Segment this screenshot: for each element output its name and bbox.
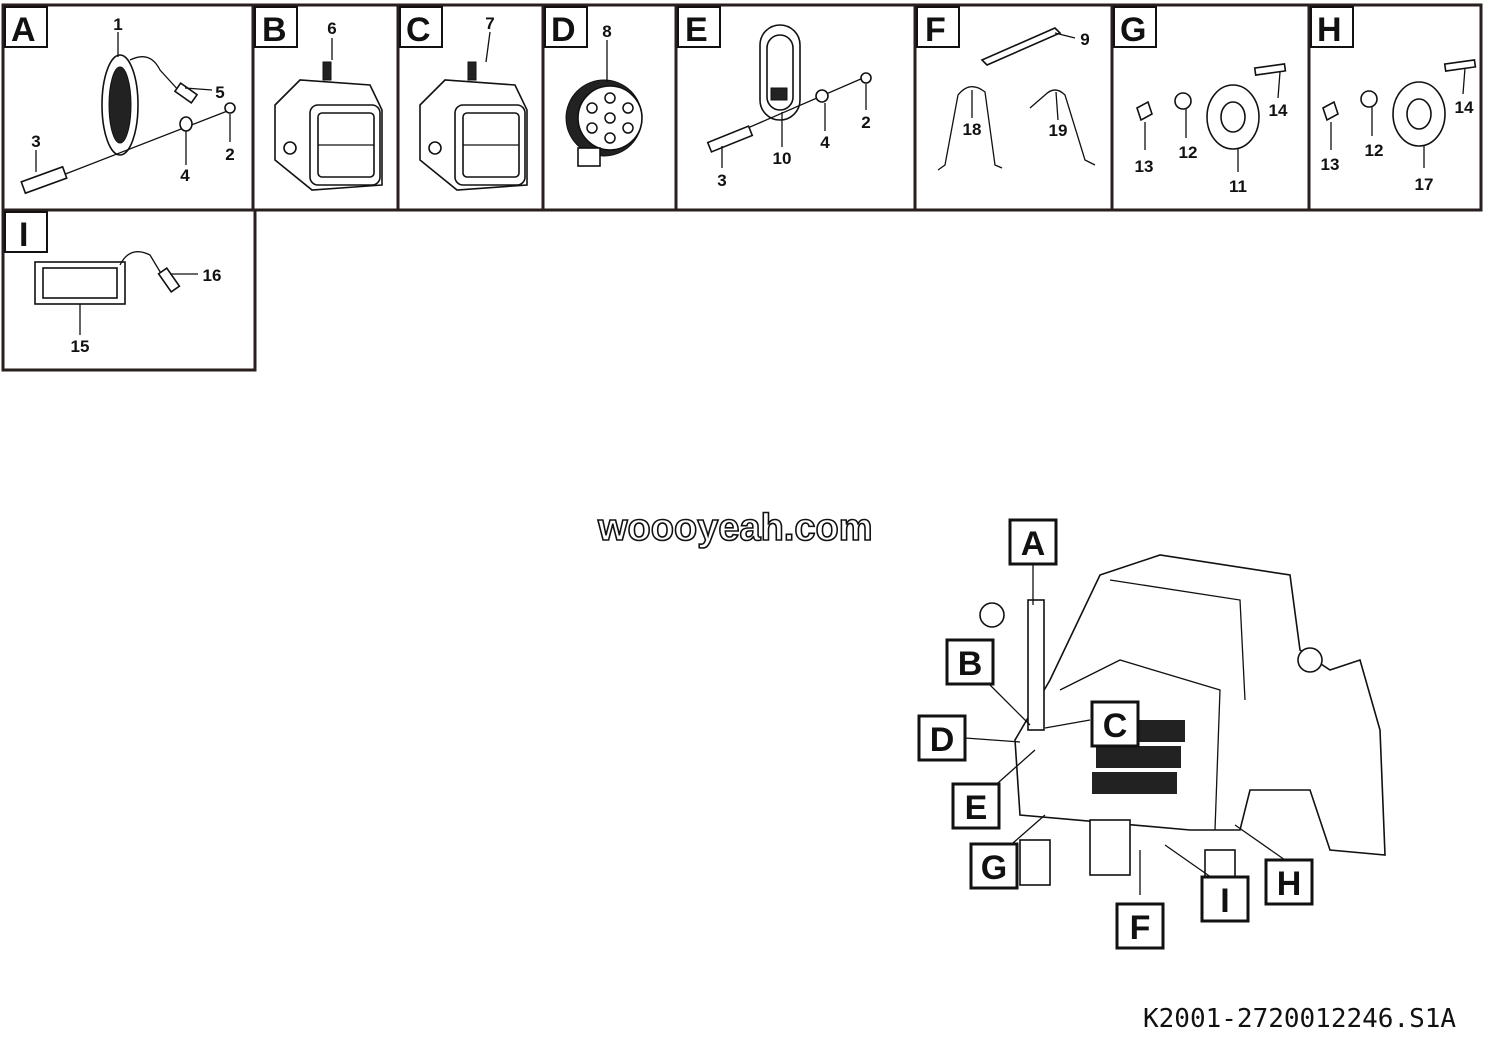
panel-label-a: A bbox=[11, 11, 36, 49]
callout-3-e: 3 bbox=[717, 171, 726, 190]
location-labels: A B C D E G F I H bbox=[917, 518, 1314, 950]
callout-7: 7 bbox=[485, 14, 494, 33]
callout-1: 1 bbox=[113, 15, 122, 34]
callout-3: 3 bbox=[31, 132, 40, 151]
panel-frames bbox=[1, 3, 1483, 372]
panel-b-work-light: 6 bbox=[274, 19, 383, 191]
callout-2-e: 2 bbox=[861, 113, 870, 132]
location-label-a: A bbox=[1021, 525, 1046, 563]
panel-label-e: E bbox=[685, 11, 708, 49]
machine-overview bbox=[979, 554, 1386, 896]
location-label-b: B bbox=[958, 645, 983, 683]
drawing-code: K2001-2720012246.S1A bbox=[1143, 1004, 1456, 1034]
panel-d-round-light: 8 bbox=[565, 22, 643, 167]
panel-labels: A B C D E F G H I bbox=[4, 6, 1354, 254]
callout-14-h: 14 bbox=[1455, 98, 1474, 117]
callout-2: 2 bbox=[225, 145, 234, 164]
callout-13-g: 13 bbox=[1135, 157, 1154, 176]
callout-5: 5 bbox=[215, 83, 224, 102]
callout-13-h: 13 bbox=[1321, 155, 1340, 174]
location-label-d: D bbox=[930, 721, 955, 759]
location-label-h: H bbox=[1277, 865, 1302, 903]
panel-h-horn: 14 13 12 17 bbox=[1321, 59, 1477, 194]
panel-i-lamp: 16 15 bbox=[34, 251, 222, 356]
callout-19: 19 bbox=[1049, 121, 1068, 140]
callout-8: 8 bbox=[602, 22, 611, 41]
callout-6: 6 bbox=[327, 19, 336, 38]
location-label-c: C bbox=[1103, 707, 1128, 745]
panel-a-lamp: 1 5 3 4 2 bbox=[20, 15, 236, 195]
location-label-e: E bbox=[965, 789, 988, 827]
callout-4: 4 bbox=[180, 166, 190, 185]
panel-label-b: B bbox=[262, 11, 287, 49]
panel-label-f: F bbox=[925, 11, 946, 49]
panel-label-h: H bbox=[1317, 11, 1342, 49]
watermark: woooyeah.com bbox=[597, 507, 873, 549]
location-label-i: I bbox=[1220, 882, 1229, 920]
callout-16: 16 bbox=[203, 266, 222, 285]
callout-12-h: 12 bbox=[1365, 141, 1384, 160]
panel-label-c: C bbox=[406, 11, 431, 49]
callout-17: 17 bbox=[1415, 175, 1434, 194]
location-label-g: G bbox=[981, 849, 1007, 887]
callout-9: 9 bbox=[1080, 30, 1089, 49]
location-label-f: F bbox=[1130, 909, 1151, 947]
callout-18: 18 bbox=[963, 120, 982, 139]
callout-15: 15 bbox=[71, 337, 90, 356]
panel-label-d: D bbox=[551, 11, 576, 49]
callout-11: 11 bbox=[1229, 177, 1247, 196]
callout-4-e: 4 bbox=[820, 133, 830, 152]
panel-c-work-light: 7 bbox=[419, 14, 528, 191]
panel-g-horn: 14 13 12 11 bbox=[1135, 63, 1288, 196]
panel-f-brackets: 9 18 19 bbox=[937, 27, 1096, 171]
callout-14-g: 14 bbox=[1269, 101, 1288, 120]
panel-label-i: I bbox=[19, 216, 28, 254]
panel-e-side-lamp: 10 4 2 3 bbox=[706, 24, 872, 190]
callout-10: 10 bbox=[773, 149, 792, 168]
panel-label-g: G bbox=[1120, 11, 1146, 49]
callout-12-g: 12 bbox=[1179, 143, 1198, 162]
